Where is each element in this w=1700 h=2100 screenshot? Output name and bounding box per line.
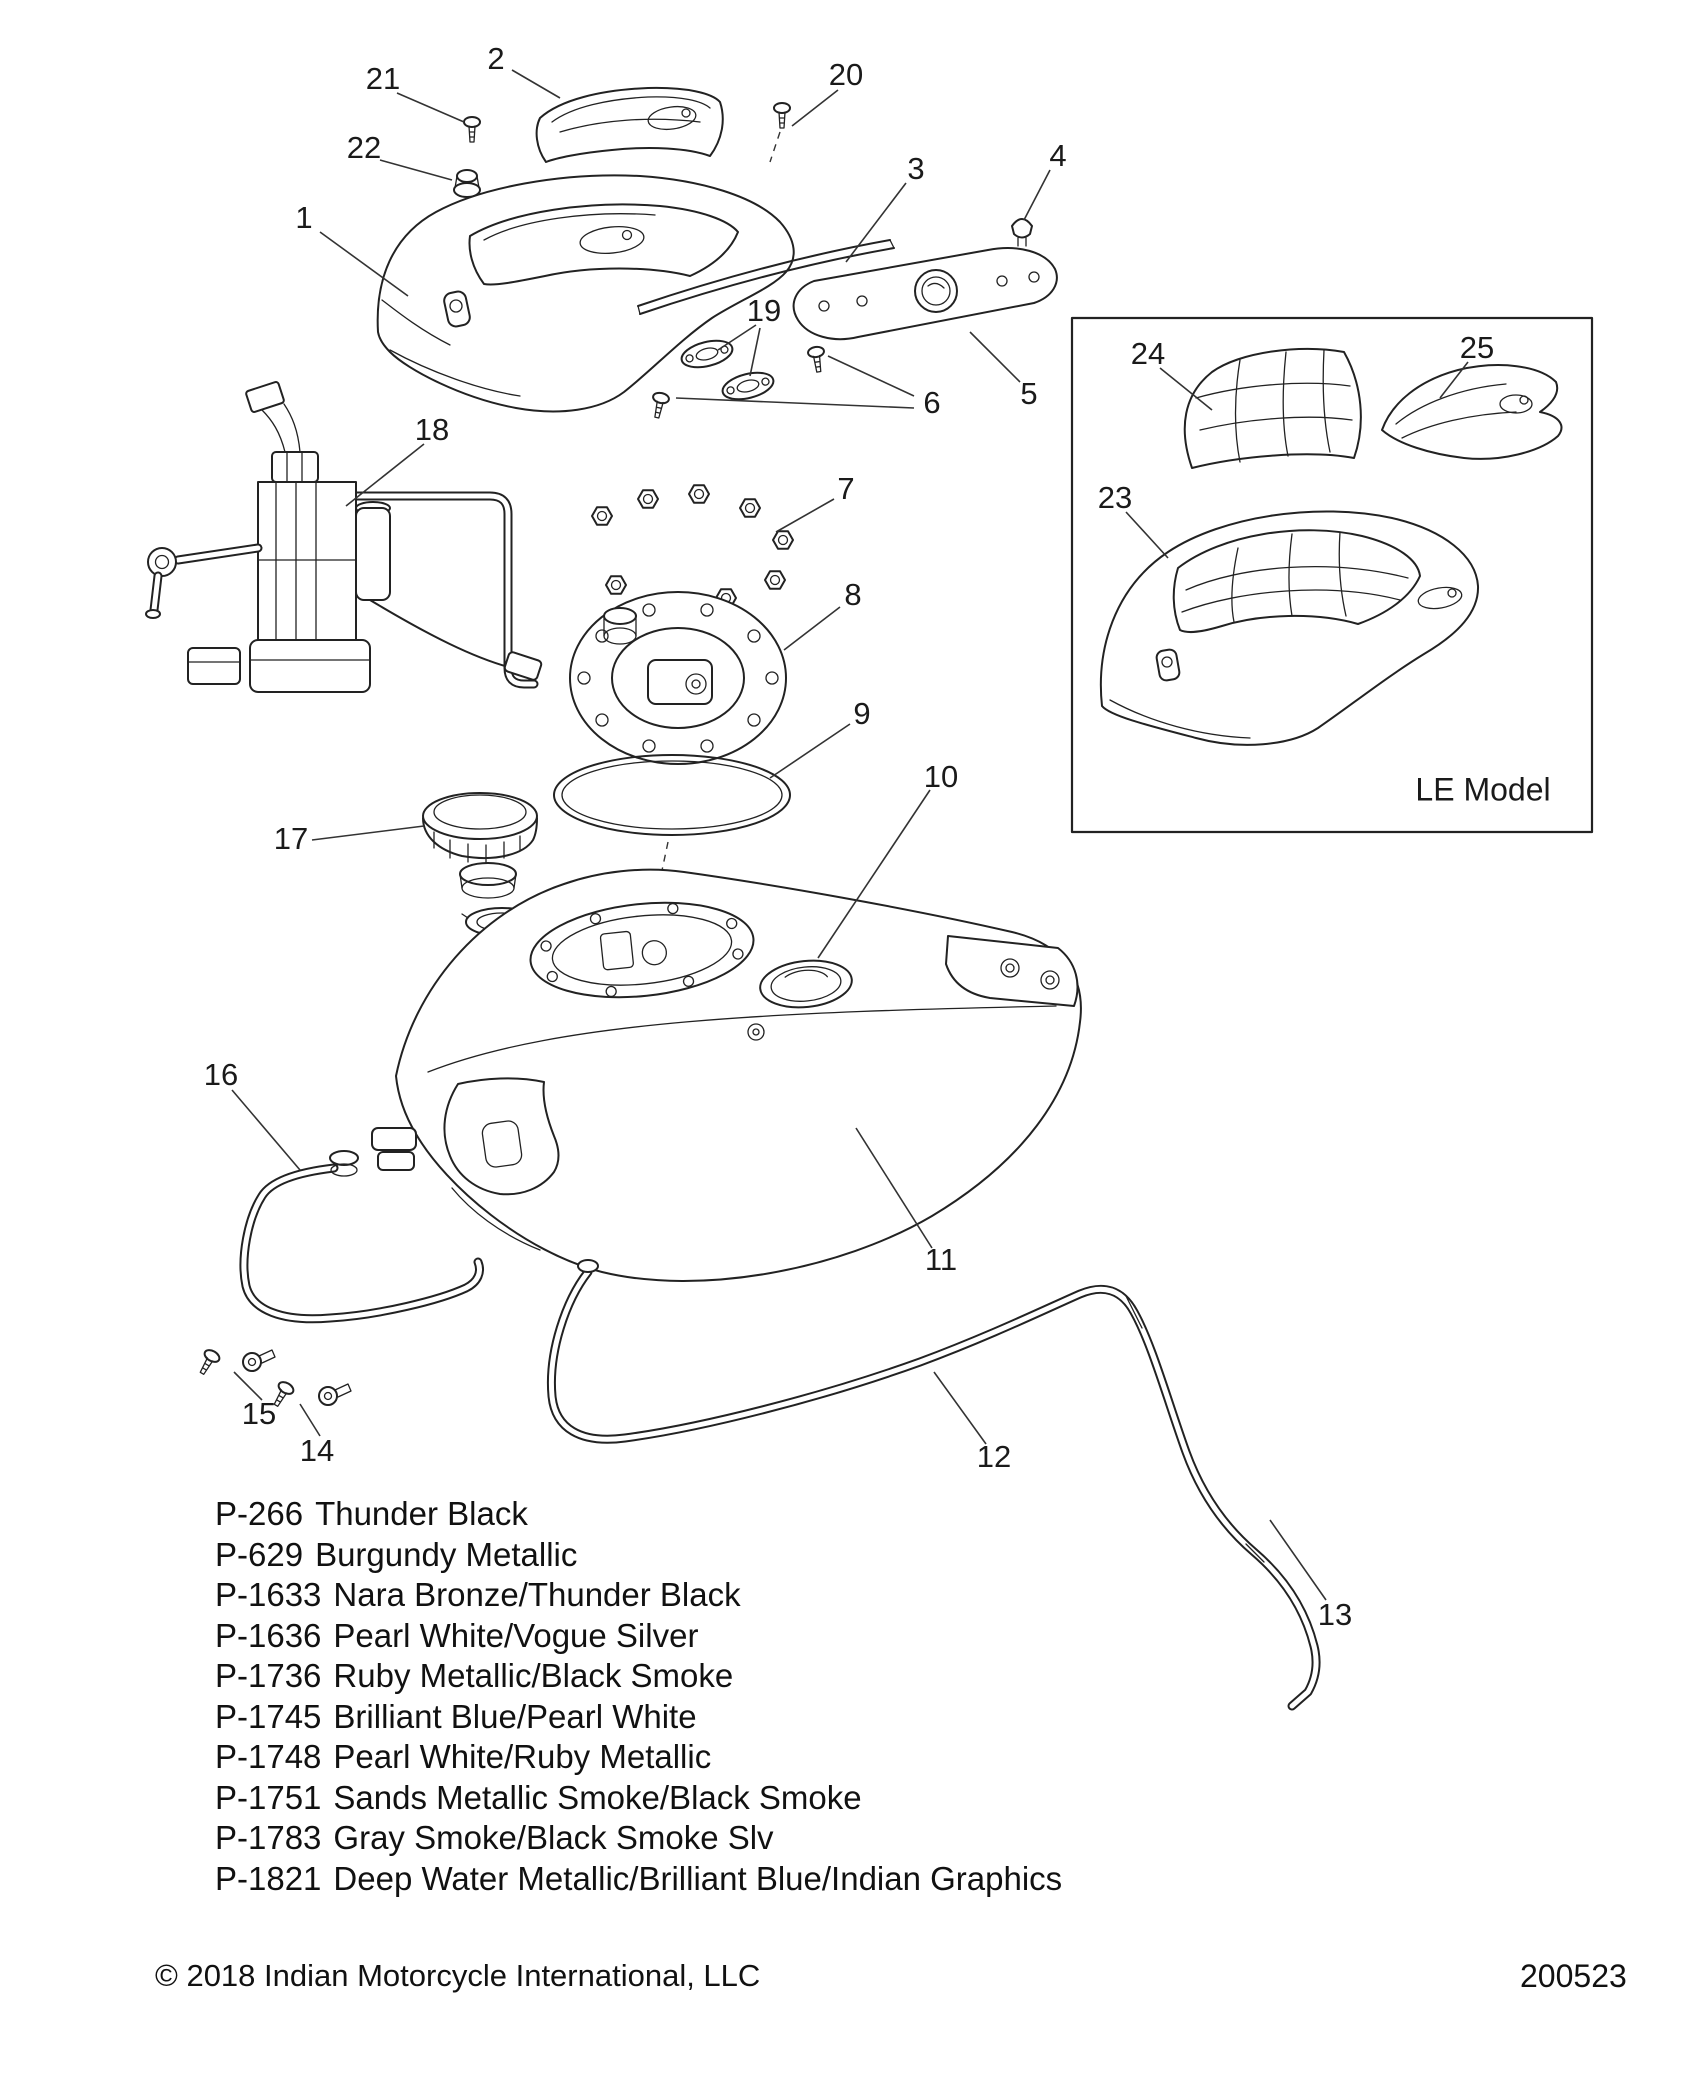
le-model-inset [1070,316,1594,834]
color-name: Burgundy Metallic [315,1535,578,1573]
part-19-retainer-collars [677,335,778,405]
color-name: Pearl White/Vogue Silver [333,1616,699,1654]
callout-25: 25 [1459,330,1495,365]
color-name: Thunder Black [315,1495,528,1533]
color-option: P-1633 Nara Bronze/Thunder Black [215,1575,1062,1616]
part-23-le-console [1099,510,1480,746]
color-code: P-1736 [215,1657,322,1695]
color-option: P-1745 Brilliant Blue/Pearl White [215,1697,1062,1738]
callout-19: 19 [746,293,782,328]
callout-9: 9 [853,696,871,731]
alignment-dash-20 [769,131,781,163]
color-code: P-629 [215,1535,304,1573]
color-option: P-1751 Sands Metallic Smoke/Black Smoke [215,1778,1062,1819]
part-10-filler-opening [759,959,853,1009]
leader-lines [231,69,1469,1601]
callout-11: 11 [924,1242,958,1277]
callout-24: 24 [1130,336,1166,371]
part-22-grommet [453,169,481,198]
callout-13: 13 [1317,1597,1353,1632]
callout-3: 3 [907,151,925,186]
part-20-screw [773,102,791,129]
color-code: P-1751 [215,1778,322,1816]
tank-pump-opening [529,901,755,999]
callout-4: 4 [1049,138,1067,173]
callout-21: 21 [365,61,401,96]
callout-1: 1 [295,200,313,235]
callout-18: 18 [414,412,450,447]
part-12-13-fuel-line [546,1259,1321,1711]
callout-14: 14 [299,1433,335,1468]
callout-6: 6 [923,385,941,420]
callout-20: 20 [828,57,864,92]
color-name: Ruby Metallic/Black Smoke [333,1657,734,1695]
color-option: P-1636 Pearl White/Vogue Silver [215,1616,1062,1657]
color-code: P-1745 [215,1697,322,1735]
callout-15: 15 [241,1396,277,1431]
color-code: P-1636 [215,1616,322,1654]
part-11-fuel-tank [371,868,1082,1282]
color-option: P-1748 Pearl White/Ruby Metallic [215,1737,1062,1778]
callout-12: 12 [976,1439,1012,1474]
copyright-notice: © 2018 Indian Motorcycle International, … [155,1958,761,1993]
color-name: Deep Water Metallic/Brilliant Blue/India… [333,1859,1063,1897]
part-9-oring [553,754,791,836]
color-code: P-1748 [215,1738,322,1776]
callout-22: 22 [346,130,382,165]
callout-16: 16 [203,1057,239,1092]
callout-23: 23 [1097,480,1133,515]
part-5-bracket-plate [792,247,1058,341]
color-option: P-629 Burgundy Metallic [215,1535,1062,1576]
part-21-screw [463,116,481,143]
color-code: P-1783 [215,1819,322,1857]
color-name: Brilliant Blue/Pearl White [333,1697,697,1735]
part-25-le-cover [1381,364,1563,460]
color-code: P-266 [215,1495,304,1533]
color-code: P-1633 [215,1576,322,1614]
part-16-vent-hose [239,1150,484,1324]
part-1-console-cover [376,174,795,413]
color-options-list: P-266 Thunder Black P-629 Burgundy Metal… [215,1494,1062,1899]
callout-8: 8 [844,577,862,612]
document-number: 200523 [1520,1958,1627,1994]
color-name: Sands Metallic Smoke/Black Smoke [333,1778,862,1816]
color-option: P-1783 Gray Smoke/Black Smoke Slv [215,1818,1062,1859]
callout-2: 2 [487,41,505,76]
color-option: P-1821 Deep Water Metallic/Brilliant Blu… [215,1859,1062,1900]
callout-7: 7 [837,471,855,506]
part-24-le-pad [1183,347,1362,469]
part-8-pump-flange [569,591,787,765]
color-name: Pearl White/Ruby Metallic [333,1738,712,1776]
callout-17: 17 [273,821,309,856]
color-name: Gray Smoke/Black Smoke Slv [333,1819,774,1857]
color-name: Nara Bronze/Thunder Black [333,1576,741,1614]
color-option: P-266 Thunder Black [215,1494,1062,1535]
part-2-console-pad [535,86,724,163]
callout-5: 5 [1020,376,1038,411]
part-18-fuel-pump-assembly [145,381,543,693]
part-3-trim-strip [637,239,895,315]
color-code: P-1821 [215,1859,322,1897]
inset-model-label: LE Model [1415,771,1551,808]
part-4-grommet [1011,218,1033,247]
callout-10: 10 [923,759,959,794]
color-option: P-1736 Ruby Metallic/Black Smoke [215,1656,1062,1697]
